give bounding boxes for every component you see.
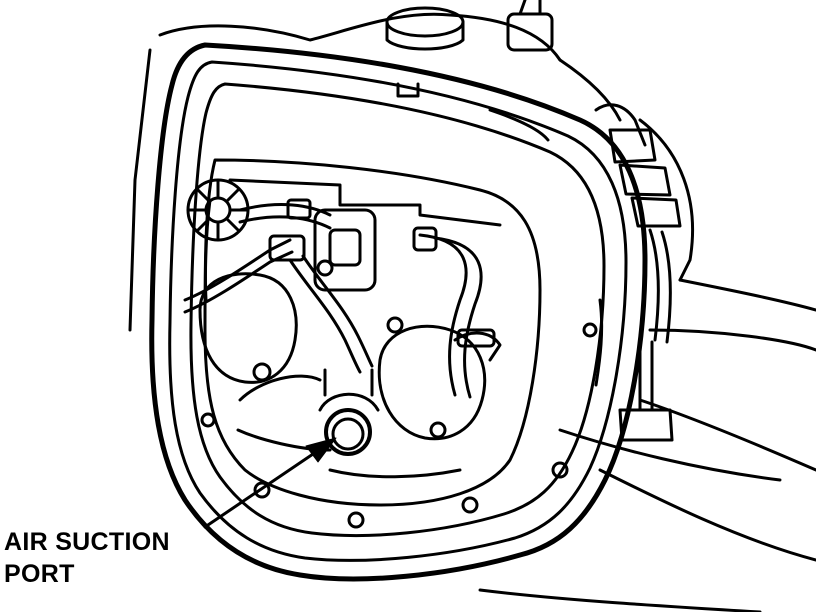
air-suction-port-label: AIR SUCTION PORT <box>4 526 170 590</box>
right-chamber <box>377 316 487 441</box>
solenoid-valve <box>268 198 377 292</box>
right-fittings <box>412 226 502 362</box>
filler-cap <box>385 6 465 51</box>
wire-harness <box>594 103 682 442</box>
top-fitting <box>506 0 554 52</box>
gasket-tabs <box>203 82 604 387</box>
valve-cover-gasket <box>149 42 648 582</box>
left-chamber <box>198 272 298 384</box>
air-suction-port <box>318 368 380 456</box>
vacuum-hoses <box>183 203 483 399</box>
engine-block-outline <box>128 12 816 612</box>
bolt-holes <box>200 322 598 529</box>
callout-line-1: AIR SUCTION <box>4 528 170 556</box>
callout-line-2: PORT <box>4 560 75 588</box>
callout-leader-arrow <box>203 437 337 529</box>
